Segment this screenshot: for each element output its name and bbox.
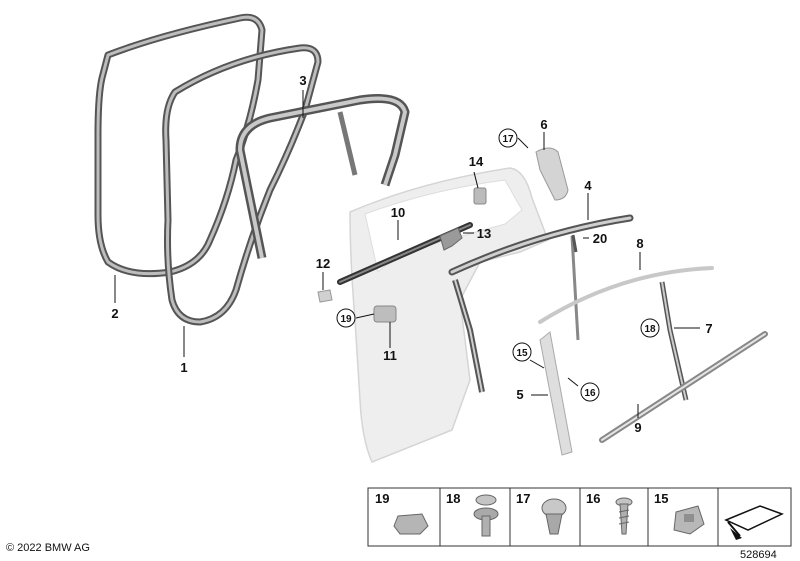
circled-callout-17: 17	[498, 128, 518, 148]
legend-label-16: 16	[586, 491, 600, 506]
svg-text:17: 17	[502, 134, 514, 145]
callout-1: 1	[180, 360, 187, 375]
part-9-lower-strip	[599, 331, 768, 443]
fastener-18-screw	[473, 494, 499, 537]
callout-11: 11	[383, 348, 397, 363]
fastener-19-clip	[393, 513, 429, 535]
part-6-corner-piece	[535, 147, 569, 201]
part-12-clip	[317, 289, 333, 303]
fastener-17-rivet	[541, 498, 567, 535]
callout-3: 3	[299, 73, 306, 88]
callout-8: 8	[636, 236, 643, 251]
callout-12: 12	[316, 256, 330, 271]
circled-callout-19: 19	[336, 308, 356, 328]
part-14-clip	[473, 187, 487, 205]
part-2-door-seal	[94, 13, 266, 278]
legend-label-19: 19	[375, 491, 389, 506]
svg-text:16: 16	[584, 388, 596, 399]
part-4-frame-trim	[448, 214, 634, 393]
legend-label-15: 15	[654, 491, 668, 506]
fastener-legend: 19 18 17 16 15	[367, 487, 792, 547]
svg-text:15: 15	[516, 348, 528, 359]
legend-label-17: 17	[516, 491, 530, 506]
leader-lines	[114, 90, 700, 418]
part-7-pillar-trim	[659, 281, 689, 401]
callout-10: 10	[391, 205, 405, 220]
part-11-cap	[373, 305, 397, 323]
callout-6: 6	[540, 117, 547, 132]
svg-text:18: 18	[644, 324, 656, 335]
callout-9: 9	[634, 420, 641, 435]
callout-5: 5	[516, 387, 523, 402]
copyright-notice: © 2022 BMW AG	[6, 542, 90, 554]
callout-13: 13	[477, 226, 491, 241]
callout-4: 4	[584, 178, 592, 193]
circled-callout-18: 18	[640, 318, 660, 338]
callout-20: 20	[593, 231, 607, 246]
legend-label-18: 18	[446, 491, 460, 506]
part-1-body-seal	[162, 44, 322, 326]
fastener-15-clip	[673, 505, 705, 535]
part-8-trim-strip	[538, 266, 714, 324]
part-13-bracket	[439, 227, 463, 251]
arrow-icon	[724, 505, 784, 540]
part-20-strip	[571, 234, 578, 253]
circled-callout-16: 16	[580, 382, 600, 402]
callout-7: 7	[705, 321, 712, 336]
callout-14: 14	[469, 154, 484, 169]
part-3-window-channel	[235, 94, 410, 259]
diagram-number: 528694	[740, 549, 777, 561]
callout-2: 2	[111, 306, 118, 321]
part-5-pillar-trim	[539, 331, 573, 456]
svg-text:19: 19	[340, 314, 352, 325]
circled-callout-15: 15	[512, 342, 532, 362]
fastener-16-screw	[615, 497, 633, 535]
